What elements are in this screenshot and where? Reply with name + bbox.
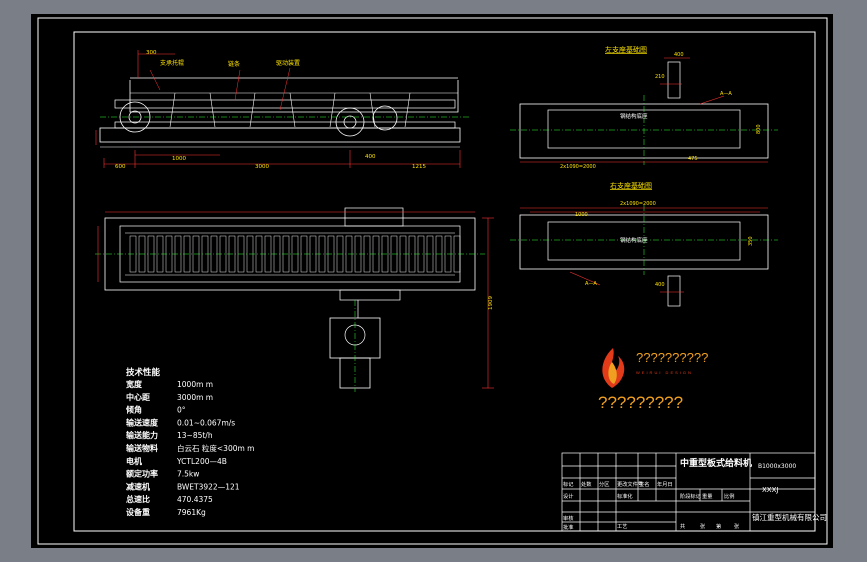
spec-value: YCTL200—4B bbox=[176, 457, 227, 466]
right-section-mark: A—A bbox=[585, 281, 597, 287]
title-block-header: 标记 bbox=[563, 480, 573, 488]
spec-label: 设备重 bbox=[126, 507, 150, 517]
left-dim-400: 400 bbox=[674, 52, 684, 58]
left-section-mark: A—A bbox=[720, 91, 732, 97]
side-dim-300: 300 bbox=[146, 50, 157, 56]
plan-height-dim: 1909 bbox=[488, 296, 494, 310]
spec-label: 电机 bbox=[126, 456, 142, 466]
company-name: 镇江重型机械有限公司 bbox=[752, 512, 827, 522]
side-dim-400: 400 bbox=[365, 154, 376, 160]
spec-label: 中心距 bbox=[126, 392, 150, 402]
specs-title: 技术性能 bbox=[126, 367, 161, 378]
watermark-line-1: ?????????? bbox=[636, 350, 708, 365]
watermark-tagline: WEIRUI DESIGN bbox=[636, 370, 693, 375]
left-bearing-title: 左支座基础图 bbox=[605, 45, 647, 54]
side-dim-3000: 3000 bbox=[255, 164, 269, 170]
right-dim-1000: 1000 bbox=[575, 212, 588, 218]
title-block-cell: 张 bbox=[700, 522, 706, 530]
drawing-scale-code: XXXJ bbox=[762, 486, 778, 494]
drawing-sheet bbox=[31, 14, 833, 548]
title-block-header: 年月日 bbox=[657, 480, 673, 488]
right-dim-350: 350 bbox=[748, 236, 754, 246]
title-block-cell: 比例 bbox=[724, 492, 734, 500]
title-block-header: 更改文件号 bbox=[617, 480, 643, 488]
left-inner-label: 钢结构底座 bbox=[620, 112, 648, 120]
drawing-code: B1000x3000 bbox=[758, 463, 796, 470]
drawing-title: 中重型板式给料机 bbox=[680, 457, 752, 469]
title-block-cell: 重量 bbox=[702, 492, 712, 500]
left-dim-475: 475 bbox=[688, 156, 698, 162]
right-dim-total: 2x1090=2000 bbox=[620, 201, 656, 207]
spec-label: 额定功率 bbox=[126, 469, 158, 479]
title-block-header: 分区 bbox=[599, 480, 609, 488]
title-block-cell: 标准化 bbox=[617, 492, 633, 500]
side-callout-1: 支承托辊 bbox=[160, 59, 184, 67]
side-view: 支承托辊 链条 驱动装置 300 1000 3000 600 1215 400 bbox=[95, 50, 470, 170]
spec-label: 宽度 bbox=[125, 379, 143, 389]
left-dim-210: 210 bbox=[655, 74, 665, 80]
title-block bbox=[561, 452, 816, 532]
left-dim-total: 2x1090=2000 bbox=[560, 164, 596, 170]
spec-value: 3000m m bbox=[177, 393, 213, 402]
spec-label: 输送能力 bbox=[126, 430, 158, 440]
title-block-cell: 审核 bbox=[563, 514, 573, 522]
outer-frame bbox=[37, 17, 828, 545]
title-block-header: 处数 bbox=[581, 480, 592, 488]
spec-value: BWET3922—121 bbox=[177, 482, 240, 491]
plan-view: 1909 bbox=[95, 207, 494, 392]
title-block-cell: 工艺 bbox=[617, 523, 627, 530]
title-block-header: 签名 bbox=[639, 480, 649, 488]
title-block-cell: 阶段标记 bbox=[680, 492, 701, 500]
side-callout-2: 链条 bbox=[228, 60, 240, 68]
watermark-line-2: ????????? bbox=[598, 393, 683, 412]
spec-label: 输送物料 bbox=[126, 443, 158, 453]
spec-value: 0.01~0.067m/s bbox=[177, 418, 235, 427]
spec-label: 减速机 bbox=[126, 481, 150, 491]
right-bearing-title: 右支座基础图 bbox=[610, 181, 652, 190]
title-block-cell: 批准 bbox=[563, 523, 573, 531]
side-dim-1000: 1000 bbox=[172, 156, 186, 162]
inner-frame bbox=[73, 31, 816, 532]
spec-value: 13~85t/h bbox=[177, 431, 213, 440]
spec-label: 输送速度 bbox=[126, 417, 159, 427]
spec-value: 470.4375 bbox=[177, 495, 213, 504]
spec-value: 白云石 粒度<300m m bbox=[177, 443, 254, 453]
spec-label: 倾角 bbox=[125, 405, 142, 415]
spec-value: 1000m m bbox=[177, 380, 213, 389]
right-inner-label: 钢结构底座 bbox=[620, 236, 648, 244]
technical-specs: 技术性能 宽度 1000m m 中心距 3000m m 倾角 0° 输送速度 0.01~0.0… bbox=[125, 367, 254, 517]
spec-value: 0° bbox=[177, 406, 186, 415]
side-dim-600: 600 bbox=[115, 164, 126, 170]
left-bearing-view: 左支座基础图 钢结构底座 400 210 2x1090=2000 475 800… bbox=[510, 45, 778, 170]
watermark: ?????????? WEIRUI DESIGN ????????? bbox=[598, 348, 708, 412]
side-dim-1215: 1215 bbox=[412, 164, 426, 170]
right-dim-400: 400 bbox=[655, 282, 665, 288]
right-bearing-view: 右支座基础图 钢结构底座 2x1090=2000 1000 400 350 A—… bbox=[510, 181, 778, 307]
title-block-cell: 共 bbox=[680, 522, 685, 530]
spec-value: 7961Kg bbox=[177, 508, 206, 517]
title-block-cell: 设计 bbox=[563, 492, 573, 500]
title-block-cell: 第 bbox=[716, 522, 721, 530]
spec-label: 总速比 bbox=[126, 494, 150, 504]
side-callout-3: 驱动装置 bbox=[276, 59, 300, 67]
spec-value: 7.5kw bbox=[177, 470, 199, 479]
flame-logo-icon bbox=[602, 348, 625, 388]
left-dim-800: 800 bbox=[756, 124, 762, 134]
title-block-cell: 张 bbox=[734, 522, 740, 530]
